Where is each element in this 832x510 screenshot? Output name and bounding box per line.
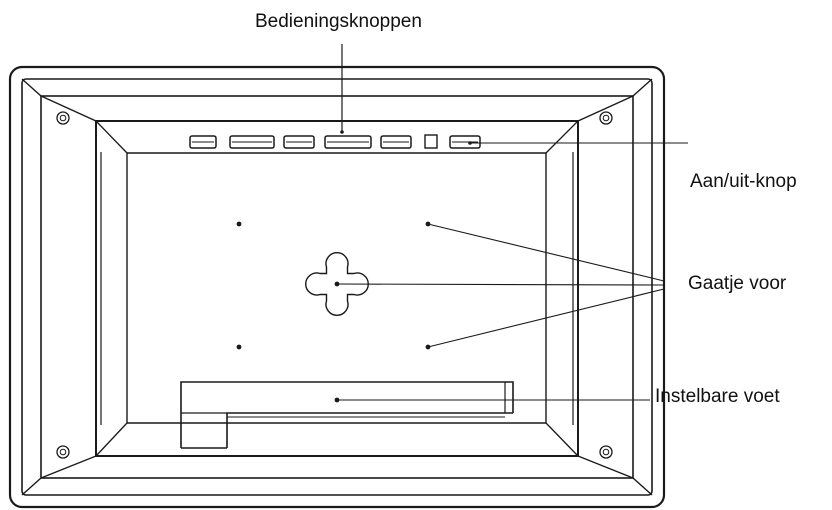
back-panel-outer [95, 120, 579, 457]
control-button-4 [324, 135, 372, 149]
label-control-buttons: Bedieningsknoppen [255, 11, 422, 32]
back-panel-inner [126, 153, 547, 424]
control-button-3 [283, 135, 315, 149]
bevel-border [40, 95, 634, 479]
control-buttons-row [189, 134, 481, 149]
back-panel-corner-br [545, 422, 579, 457]
mount-hole-tl [236, 221, 242, 227]
bevel-line-bl [40, 455, 97, 479]
control-button-1 [189, 135, 217, 149]
bevel-corner-tl [21, 78, 42, 97]
bevel-corner-br [632, 477, 653, 496]
screw-hole-bl [56, 445, 70, 459]
label-power-button: Aan/uit-knop [690, 171, 797, 192]
screw-hole-br [599, 445, 613, 459]
control-button-5 [380, 135, 412, 149]
screw-hole-tl [56, 111, 70, 125]
label-stand: Instelbare voet [655, 386, 780, 407]
back-panel-corner-tr [545, 120, 579, 154]
control-button-2 [229, 135, 275, 149]
bevel-corner-bl [21, 477, 42, 496]
outer-frame [8, 65, 666, 509]
power-button [449, 135, 481, 149]
back-panel-corner-tl [95, 120, 128, 154]
adjustable-stand [180, 381, 514, 449]
bevel-corner-tr [632, 78, 653, 97]
screw-hole-tr [599, 111, 613, 125]
bevel-line-tr [577, 95, 634, 122]
bevel-line-br [577, 455, 634, 479]
control-square [424, 134, 438, 149]
mount-hole-bl [236, 344, 242, 350]
back-panel-corner-bl [95, 422, 128, 457]
label-mount-holes: Gaatje voor [688, 273, 787, 294]
center-mount-cross [305, 252, 369, 316]
bevel-line-tl [40, 95, 97, 122]
callout-lines-mount-holes [336, 223, 665, 348]
outer-frame-inner-edge [21, 78, 653, 496]
